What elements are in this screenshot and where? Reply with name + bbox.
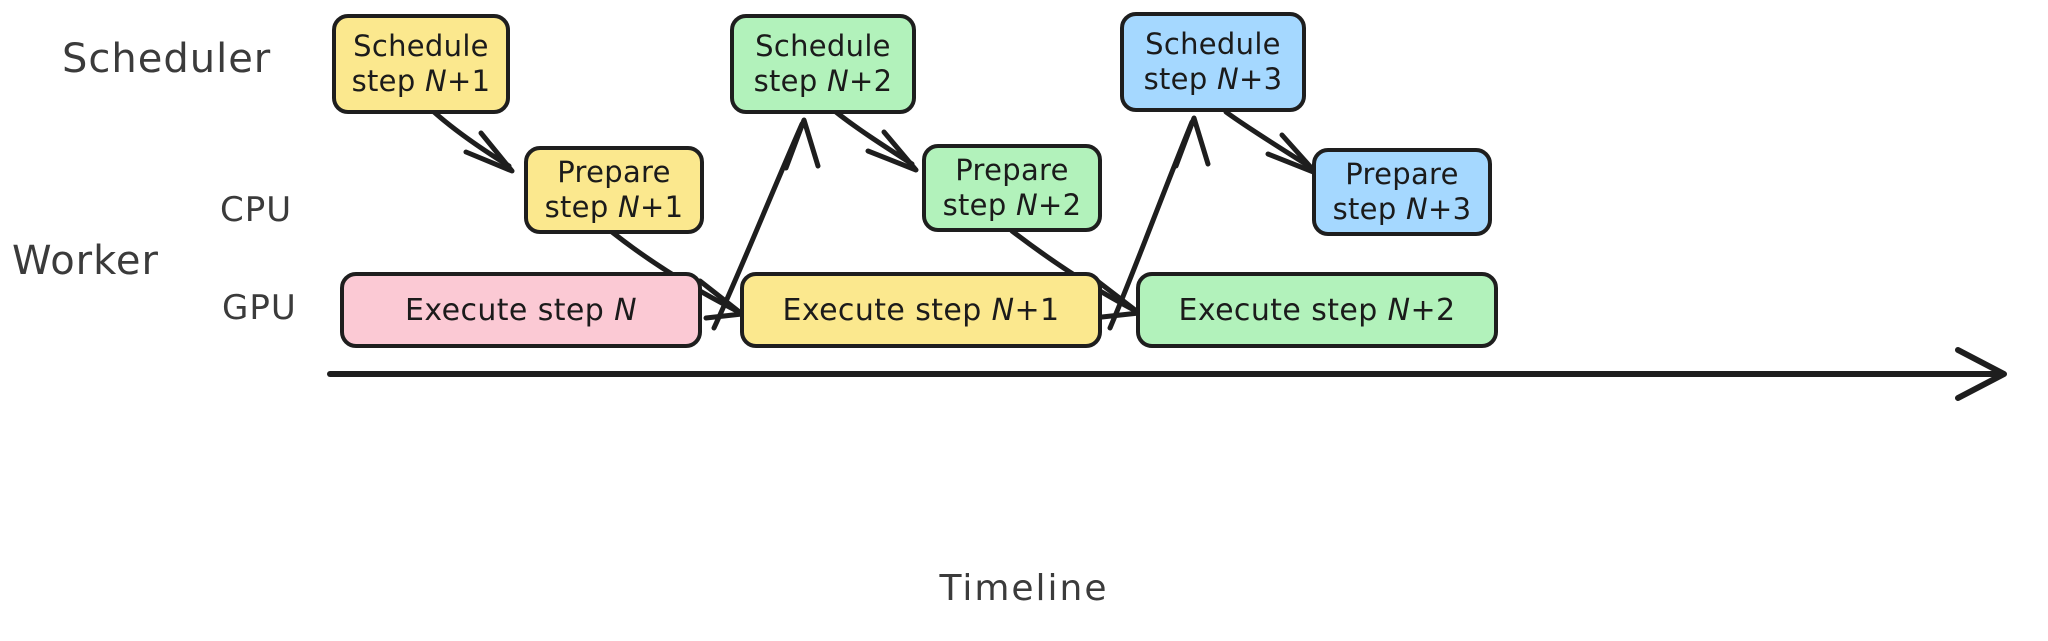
schedule-node-3[interactable]: Schedule step N+3: [1120, 12, 1306, 112]
prepare-node-1-line2: step N+1: [544, 190, 684, 224]
prepare-node-3-line1: Prepare: [1345, 156, 1459, 191]
timeline-axis: [327, 347, 2007, 401]
schedule-node-1[interactable]: Schedule step N+1: [332, 14, 510, 114]
prepare-node-2[interactable]: Prepare step N+2: [922, 144, 1102, 232]
schedule-node-3-line1: Schedule: [1145, 26, 1281, 61]
lane-label-worker: Worker: [12, 238, 159, 284]
schedule-node-3-line2: step N+3: [1143, 62, 1283, 96]
schedule-node-1-line2: step N+1: [351, 64, 491, 98]
arrow-execute1-to-schedule2: [711, 117, 821, 331]
lane-label-scheduler: Scheduler: [62, 36, 272, 82]
execute-bar-2[interactable]: Execute step N+1: [740, 272, 1102, 348]
schedule-node-2-line2: step N+2: [753, 64, 893, 98]
lane-label-cpu: CPU: [220, 190, 293, 230]
arrow-schedule1-to-prepare1: [431, 109, 515, 174]
schedule-node-2[interactable]: Schedule step N+2: [730, 14, 916, 114]
execute-bar-3-label: Execute step N+2: [1178, 292, 1456, 328]
arrow-execute2-to-schedule3: [1107, 115, 1211, 331]
schedule-node-2-line1: Schedule: [755, 28, 891, 63]
execute-bar-1[interactable]: Execute step N: [340, 272, 702, 348]
prepare-node-1[interactable]: Prepare step N+1: [524, 146, 704, 234]
execute-bar-3[interactable]: Execute step N+2: [1136, 272, 1498, 348]
prepare-node-3[interactable]: Prepare step N+3: [1312, 148, 1492, 236]
schedule-node-1-line1: Schedule: [353, 28, 489, 63]
timeline-caption: Timeline: [939, 568, 1109, 609]
arrow-schedule3-to-prepare3: [1223, 109, 1319, 176]
prepare-node-3-line2: step N+3: [1332, 192, 1472, 226]
lane-label-gpu: GPU: [222, 288, 297, 328]
execute-bar-2-label: Execute step N+1: [782, 292, 1060, 328]
arrow-schedule2-to-prepare2: [833, 109, 919, 173]
prepare-node-2-line2: step N+2: [942, 188, 1082, 222]
execute-bar-1-label: Execute step N: [405, 292, 637, 328]
prepare-node-2-line1: Prepare: [955, 152, 1069, 187]
prepare-node-1-line1: Prepare: [557, 154, 671, 189]
